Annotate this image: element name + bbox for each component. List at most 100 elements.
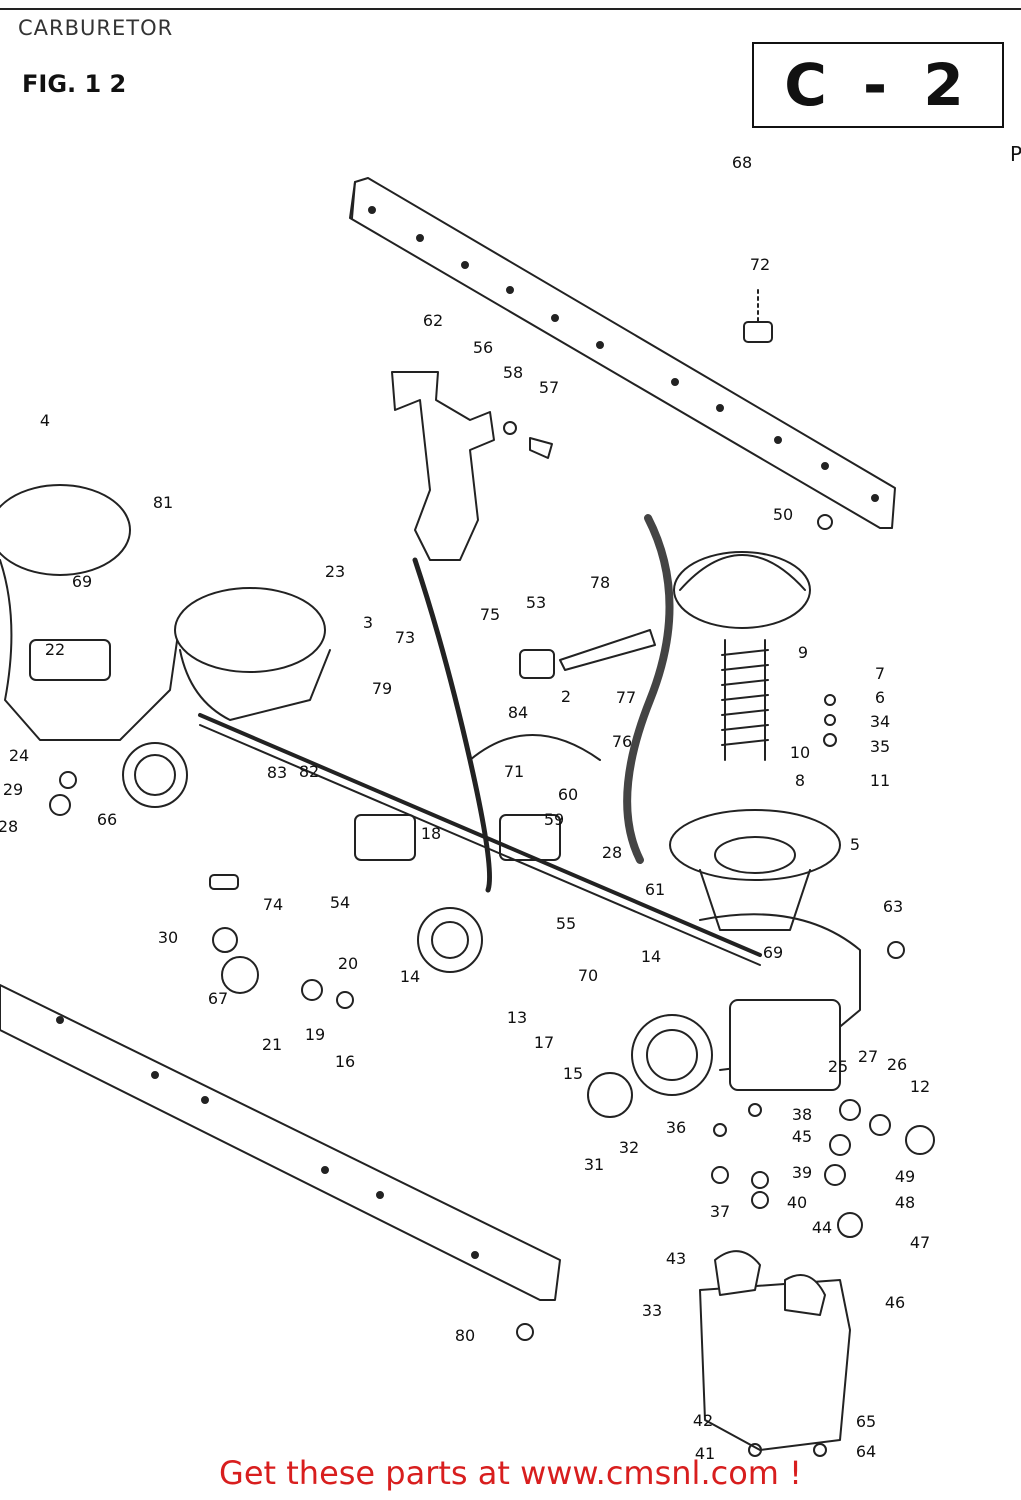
callout-69: 69 xyxy=(72,572,92,591)
callout-35: 35 xyxy=(870,737,890,756)
callout-58: 58 xyxy=(503,363,523,382)
callout-77: 77 xyxy=(616,688,636,707)
callout-22: 22 xyxy=(45,640,65,659)
callout-8: 8 xyxy=(795,771,805,790)
callout-11: 11 xyxy=(870,771,890,790)
lower-bracket xyxy=(0,984,561,1301)
top-border-line xyxy=(0,8,1021,10)
callout-36: 36 xyxy=(666,1118,686,1137)
callout-79: 79 xyxy=(372,679,392,698)
mounting-bolt xyxy=(743,289,773,343)
jets-and-washers xyxy=(49,514,935,1457)
callout-17: 17 xyxy=(534,1033,554,1052)
callout-19: 19 xyxy=(305,1025,325,1044)
callout-30: 30 xyxy=(158,928,178,947)
callout-10: 10 xyxy=(790,743,810,762)
callout-14: 14 xyxy=(641,947,661,966)
callout-50: 50 xyxy=(773,505,793,524)
page-title: CARBURETOR xyxy=(18,16,174,40)
upper-bracket xyxy=(349,177,896,529)
float-chamber xyxy=(699,1250,851,1451)
callout-31: 31 xyxy=(584,1155,604,1174)
section-code-box: C - 2 xyxy=(752,42,1004,128)
callout-45: 45 xyxy=(792,1127,812,1146)
callout-80: 80 xyxy=(455,1326,475,1345)
callout-15: 15 xyxy=(563,1064,583,1083)
callout-46: 46 xyxy=(885,1293,905,1312)
callout-38: 38 xyxy=(792,1105,812,1124)
callout-53: 53 xyxy=(526,593,546,612)
callout-33: 33 xyxy=(642,1301,662,1320)
callout-26: 26 xyxy=(887,1055,907,1074)
callout-43: 43 xyxy=(666,1249,686,1268)
edge-mark: P xyxy=(1010,142,1021,166)
right-carburetor-body xyxy=(631,913,861,1096)
callout-81: 81 xyxy=(153,493,173,512)
callout-54: 54 xyxy=(330,893,350,912)
callout-84: 84 xyxy=(508,703,528,722)
callout-13: 13 xyxy=(507,1008,527,1027)
callout-23: 23 xyxy=(325,562,345,581)
callout-55: 55 xyxy=(556,914,576,933)
callout-12: 12 xyxy=(910,1077,930,1096)
callout-6: 6 xyxy=(875,688,885,707)
callout-62: 62 xyxy=(423,311,443,330)
callout-67: 67 xyxy=(208,989,228,1008)
callout-41: 41 xyxy=(695,1444,715,1463)
callout-18: 18 xyxy=(421,824,441,843)
callout-37: 37 xyxy=(710,1202,730,1221)
callout-9: 9 xyxy=(798,643,808,662)
callout-82: 82 xyxy=(299,762,319,781)
callout-48: 48 xyxy=(895,1193,915,1212)
callout-78: 78 xyxy=(590,573,610,592)
callout-64: 64 xyxy=(856,1442,876,1461)
callout-16: 16 xyxy=(335,1052,355,1071)
callout-75: 75 xyxy=(480,605,500,624)
vacuum-chamber-cap xyxy=(673,551,811,761)
adjuster-screw xyxy=(519,629,656,679)
callout-70: 70 xyxy=(578,966,598,985)
callout-71: 71 xyxy=(504,762,524,781)
callout-2: 2 xyxy=(561,687,571,706)
callout-24: 24 xyxy=(9,746,29,765)
callout-68: 68 xyxy=(732,153,752,172)
callout-57: 57 xyxy=(539,378,559,397)
callout-28: 28 xyxy=(0,817,18,836)
callout-56: 56 xyxy=(473,338,493,357)
callout-32: 32 xyxy=(619,1138,639,1157)
callout-66: 66 xyxy=(97,810,117,829)
center-carburetor-body xyxy=(354,734,601,973)
callout-27: 27 xyxy=(858,1047,878,1066)
callout-39: 39 xyxy=(792,1163,812,1182)
left-carburetor-bodies xyxy=(0,484,331,808)
part-callouts: 6872625658574815023786935397375227776793… xyxy=(0,153,930,1463)
callout-47: 47 xyxy=(910,1233,930,1252)
throttle-cable xyxy=(412,557,492,893)
callout-5: 5 xyxy=(850,835,860,854)
callout-73: 73 xyxy=(395,628,415,647)
vent-hose xyxy=(623,514,674,864)
callout-60: 60 xyxy=(558,785,578,804)
callout-7: 7 xyxy=(875,664,885,683)
callout-83: 83 xyxy=(267,763,287,782)
callout-14: 14 xyxy=(400,967,420,986)
piston-diaphragm xyxy=(669,809,841,931)
callout-25: 25 xyxy=(828,1057,848,1076)
callout-40: 40 xyxy=(787,1193,807,1212)
callout-29: 29 xyxy=(3,780,23,799)
throttle-shaft xyxy=(198,713,762,966)
callout-42: 42 xyxy=(693,1411,713,1430)
parts-link[interactable]: Get these parts at www.cmsnl.com ! xyxy=(219,1454,802,1492)
figure-number: FIG. 1 2 xyxy=(22,70,127,98)
callout-59: 59 xyxy=(544,810,564,829)
callout-69: 69 xyxy=(763,943,783,962)
callout-20: 20 xyxy=(338,954,358,973)
callout-21: 21 xyxy=(262,1035,282,1054)
callout-4: 4 xyxy=(40,411,50,430)
callout-76: 76 xyxy=(612,732,632,751)
throttle-linkage-plate xyxy=(391,371,553,561)
callout-3: 3 xyxy=(363,613,373,632)
callout-34: 34 xyxy=(870,712,890,731)
callout-28: 28 xyxy=(602,843,622,862)
